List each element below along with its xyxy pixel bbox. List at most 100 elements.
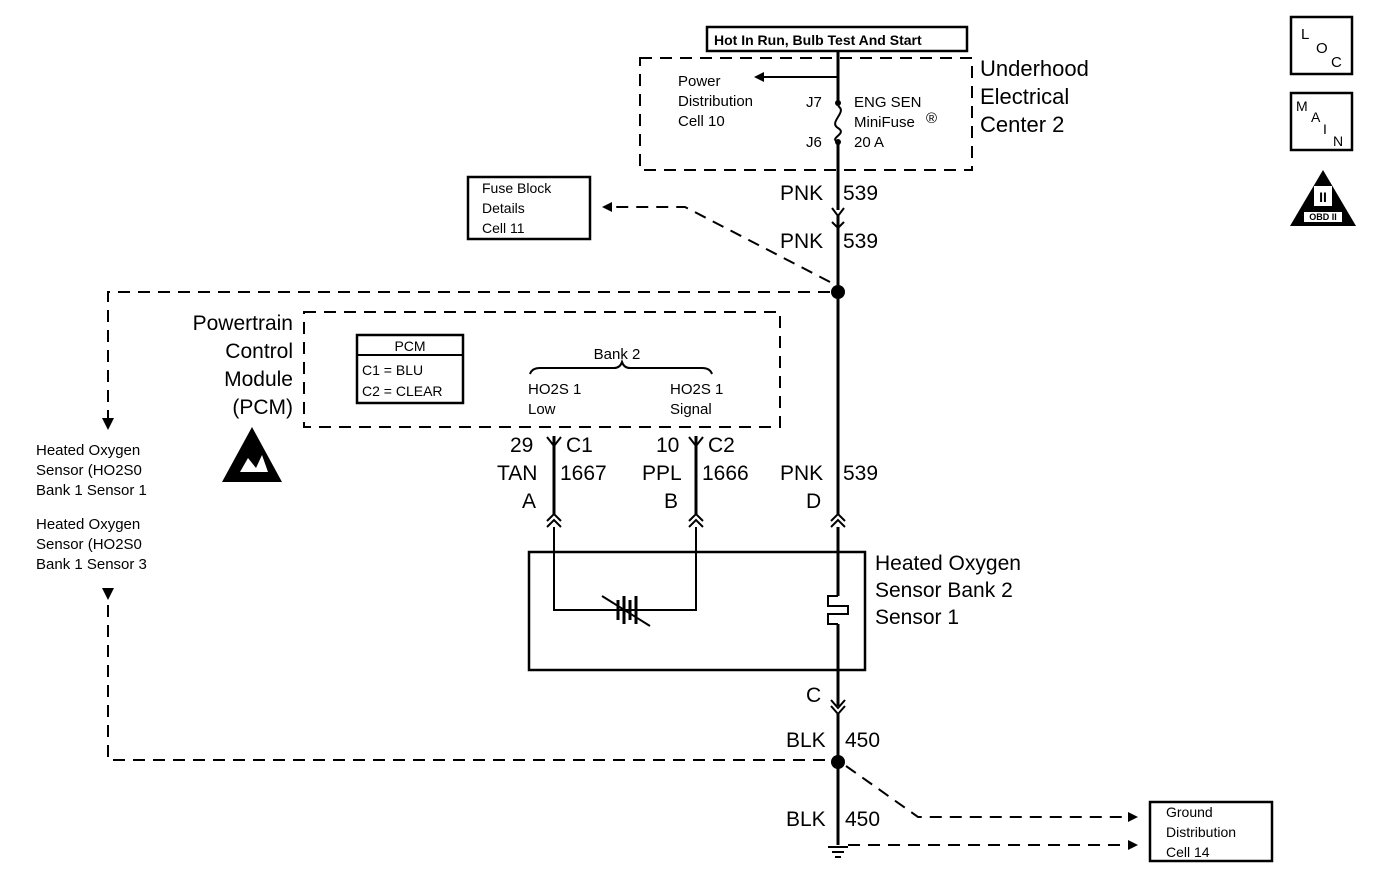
sensor-name-line3: Sensor 1	[875, 606, 959, 629]
fuse-line1: ENG SEN	[854, 94, 922, 111]
conn-d-chevron-1	[830, 512, 846, 522]
gnd-dashed-link-1	[845, 765, 1138, 822]
c1-connector-symbol	[546, 436, 562, 448]
wire-top2-circuit: 539	[843, 230, 878, 253]
ref2-line3: Bank 1 Sensor 3	[36, 556, 147, 573]
sensor-name-line2: Sensor Bank 2	[875, 579, 1013, 602]
bank-label: Bank 2	[594, 346, 641, 363]
bank-bracket	[529, 358, 713, 375]
loc-o: O	[1316, 40, 1328, 57]
ground-icon	[828, 846, 848, 858]
c1-pin: 29	[510, 434, 533, 457]
left-dashed-bottom	[107, 605, 830, 761]
pcm-table-row1: C1 = BLU	[362, 362, 423, 378]
power-source-box: Hot In Run, Bulb Test And Start	[705, 25, 969, 53]
esd-warning-icon	[222, 427, 282, 482]
main-m: M	[1296, 98, 1308, 114]
wire-gnd1-color: BLK	[786, 729, 826, 752]
pwr-circuit: 539	[843, 462, 878, 485]
wire-top1-color: PNK	[780, 182, 823, 205]
loc-nav-icon[interactable]: L O C	[1289, 15, 1354, 76]
ref1-line1: Heated Oxygen	[36, 442, 140, 459]
pcm-name-line2: Control	[225, 340, 293, 363]
left-dashed-top	[107, 291, 830, 420]
obd-numeral: II	[1319, 189, 1327, 205]
fuse-line3: 20 A	[854, 134, 884, 151]
uec-name-line2: Electrical	[980, 84, 1069, 109]
fuse-symbol	[834, 105, 842, 143]
ground-dist-ref-box[interactable]: Ground Distribution Cell 14	[1148, 800, 1274, 863]
obd-ii-icon[interactable]: OBD II II	[1290, 170, 1356, 226]
pin-j6: J6	[806, 134, 822, 151]
obd-label: OBD II	[1309, 212, 1337, 222]
c1-conn: C1	[566, 434, 593, 457]
c2-connector-symbol	[688, 436, 704, 448]
pcm-name-line3: Module	[224, 368, 293, 391]
ground-ref-line2: Distribution	[1166, 824, 1236, 840]
c2-letter: B	[664, 490, 678, 513]
conn-b-chevron-1	[688, 512, 704, 522]
left-ref-arrow-top	[102, 418, 114, 430]
c1-circuit: 1667	[560, 462, 607, 485]
main-n: N	[1333, 133, 1343, 149]
ground-ref-line3: Cell 14	[1166, 844, 1210, 860]
fuse-block-dashed-link	[602, 202, 831, 283]
splice-bottom	[831, 755, 845, 769]
fuse-block-line3: Cell 11	[482, 220, 525, 236]
main-nav-icon[interactable]: M A I N	[1289, 91, 1354, 152]
pin-right-line1: HO2S 1	[670, 381, 723, 398]
wire-top1-circuit: 539	[843, 182, 878, 205]
pwr-letter: D	[806, 490, 821, 513]
wire-gnd2-circuit: 450	[845, 808, 880, 831]
power-source-label: Hot In Run, Bulb Test And Start	[714, 32, 922, 48]
conn-b-chevron-2	[688, 518, 704, 528]
pin-left-line1: HO2S 1	[528, 381, 581, 398]
main-i: I	[1323, 121, 1327, 137]
pcm-module: Powertrain Control Module (PCM) PCM C1 =…	[193, 311, 781, 428]
loc-l: L	[1301, 26, 1309, 43]
left-ref-arrow-bottom	[102, 588, 114, 600]
gnd-letter: C	[806, 684, 821, 707]
pin-right-line2: Signal	[670, 401, 712, 418]
underhood-electrical-center: Underhood Electrical Center 2 Power Dist…	[639, 56, 1089, 171]
c2-pin: 10	[656, 434, 679, 457]
pcm-name-line4: (PCM)	[232, 396, 293, 419]
ground-ref-line1: Ground	[1166, 804, 1213, 820]
uec-name-line1: Underhood	[980, 56, 1089, 81]
ref1-line3: Bank 1 Sensor 1	[36, 482, 147, 499]
c2-color: PPL	[642, 462, 682, 485]
c1-color: TAN	[497, 462, 537, 485]
c2-conn: C2	[708, 434, 735, 457]
wire-gnd1-circuit: 450	[845, 729, 880, 752]
conn-d-chevron-2	[830, 518, 846, 528]
pcm-table-header: PCM	[394, 338, 425, 354]
main-a: A	[1311, 109, 1321, 125]
c1-letter: A	[522, 490, 536, 513]
c2-circuit: 1666	[702, 462, 749, 485]
conn-a-chevron-1	[546, 512, 562, 522]
fuse-block-ref-box[interactable]: Fuse Block Details Cell 11	[466, 175, 592, 241]
fuse-block-line1: Fuse Block	[482, 180, 552, 196]
pcm-name-line1: Powertrain	[193, 312, 293, 335]
power-dist-line2: Distribution	[678, 93, 753, 110]
pcm-connector-table	[355, 333, 465, 405]
power-dist-line3: Cell 10	[678, 113, 725, 130]
uec-name-line3: Center 2	[980, 112, 1064, 137]
sensor-name-line1: Heated Oxygen	[875, 552, 1021, 575]
ref2-line2: Sensor (HO2S0	[36, 536, 142, 553]
power-dist-line1: Power	[678, 73, 721, 90]
heater-element-icon	[827, 595, 849, 625]
oxygen-sensor-component: Heated Oxygen Sensor Bank 2 Sensor 1	[527, 527, 1021, 706]
ref1-line2: Sensor (HO2S0	[36, 462, 142, 479]
registered-mark: ®	[926, 110, 937, 127]
ref2-line1: Heated Oxygen	[36, 516, 140, 533]
pin-j7: J7	[806, 94, 822, 111]
oxygen-sensing-element-icon	[601, 595, 651, 627]
fuse-block-line2: Details	[482, 200, 525, 216]
wire-top2-color: PNK	[780, 230, 823, 253]
conn-a-chevron-2	[546, 518, 562, 528]
pin-left-line2: Low	[528, 401, 556, 418]
pcm-table-row2: C2 = CLEAR	[362, 383, 443, 399]
pwr-color: PNK	[780, 462, 823, 485]
